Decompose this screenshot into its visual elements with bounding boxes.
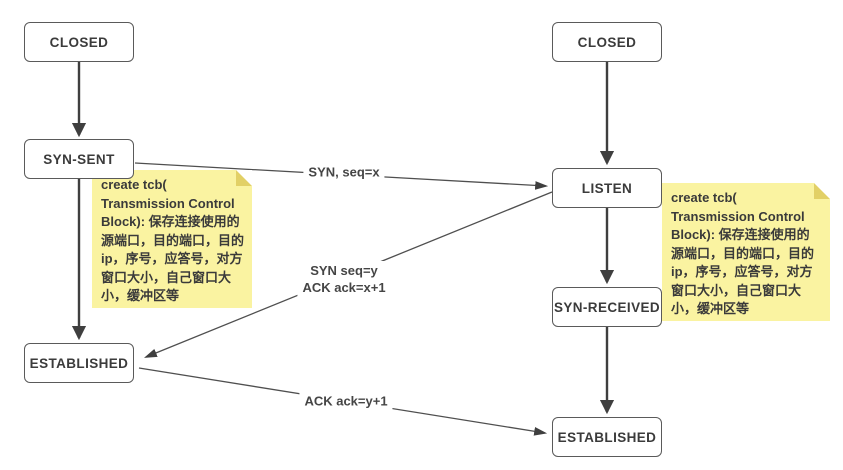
edge-label-synack: SYN seq=y ACK ack=x+1 [297,261,391,297]
state-box-server-listen: LISTEN [552,168,662,208]
state-box-server-established: ESTABLISHED [552,417,662,457]
state-box-server-syn-received: SYN-RECEIVED [552,287,662,327]
sticky-note-server-tcb: create tcb( Transmission Control Block):… [662,183,830,321]
state-box-server-closed: CLOSED [552,22,662,62]
edge-label-ack: ACK ack=y+1 [299,391,393,411]
edge-label-syn: SYN, seq=x [303,162,385,182]
state-box-client-closed: CLOSED [24,22,134,62]
sticky-note-client-tcb: create tcb( Transmission Control Block):… [92,170,252,308]
state-box-client-established: ESTABLISHED [24,343,134,383]
state-box-client-syn-sent: SYN-SENT [24,139,134,179]
